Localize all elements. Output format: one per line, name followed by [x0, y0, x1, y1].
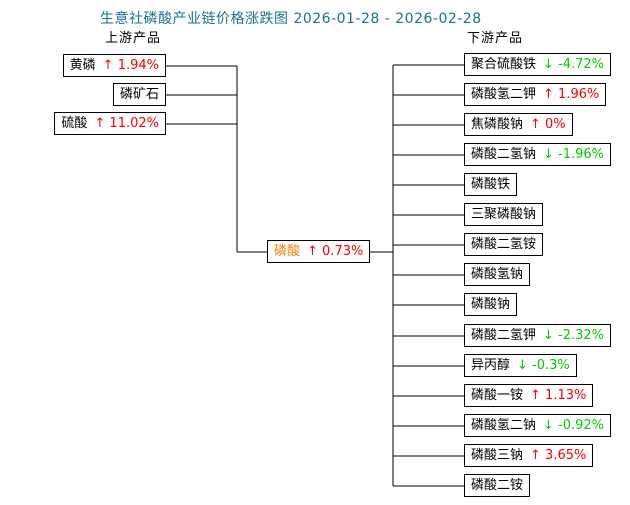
product-name: 磷酸氢二钾: [471, 87, 537, 102]
downstream-product-box[interactable]: 焦磷酸钠 ↑ 0%: [464, 113, 573, 136]
product-change: ↑ 11.02%: [94, 116, 159, 131]
product-name: 磷矿石: [119, 87, 159, 102]
product-change: ↑ 1.94%: [102, 58, 159, 73]
downstream-product-box[interactable]: 三聚磷酸钠: [464, 203, 544, 226]
product-name: 三聚磷酸钠: [471, 207, 537, 222]
product-name: 磷酸氢钠: [471, 267, 524, 282]
product-change: ↑ 0%: [530, 117, 566, 132]
downstream-column-label: 下游产品: [467, 31, 524, 46]
product-name: 异丙醇: [471, 358, 511, 373]
product-name: 磷酸: [274, 244, 301, 259]
downstream-product-box[interactable]: 磷酸二氢铵: [464, 233, 544, 256]
product-name: 磷酸一铵: [471, 388, 524, 403]
product-name: 焦磷酸钠: [471, 117, 524, 132]
downstream-product-box[interactable]: 异丙醇 ↓ -0.3%: [464, 354, 577, 377]
product-name: 磷酸二铵: [471, 478, 524, 493]
product-change: ↑ 3.65%: [530, 448, 587, 463]
downstream-product-box[interactable]: 磷酸钠: [464, 293, 518, 316]
product-name: 磷酸二氢钠: [471, 147, 537, 162]
product-name: 磷酸钠: [471, 297, 511, 312]
product-change: ↓ -2.32%: [543, 328, 605, 343]
downstream-product-box[interactable]: 磷酸二氢钾 ↓ -2.32%: [464, 324, 612, 347]
product-name: 聚合硫酸铁: [471, 57, 537, 72]
product-name: 磷酸二氢铵: [471, 237, 537, 252]
downstream-product-box[interactable]: 磷酸氢钠: [464, 263, 531, 286]
upstream-product-box[interactable]: 黄磷 ↑ 1.94%: [62, 54, 166, 77]
product-name: 磷酸二氢钾: [471, 328, 537, 343]
product-change: ↓ -4.72%: [543, 57, 605, 72]
product-name: 硫酸: [61, 116, 88, 131]
product-change: ↑ 1.96%: [543, 87, 600, 102]
product-change: ↑ 1.13%: [530, 388, 587, 403]
upstream-column-label: 上游产品: [105, 31, 162, 46]
downstream-product-box[interactable]: 磷酸铁: [464, 173, 518, 196]
downstream-product-box[interactable]: 磷酸二铵: [464, 474, 531, 497]
product-change: ↓ -1.96%: [543, 147, 605, 162]
upstream-product-box[interactable]: 磷矿石: [112, 83, 166, 106]
product-change: ↑ 0.73%: [307, 244, 364, 259]
downstream-product-box[interactable]: 磷酸氢二钾 ↑ 1.96%: [464, 83, 607, 106]
downstream-product-box[interactable]: 磷酸三钠 ↑ 3.65%: [464, 444, 594, 467]
downstream-product-box[interactable]: 聚合硫酸铁 ↓ -4.72%: [464, 53, 612, 76]
product-name: 磷酸铁: [471, 177, 511, 192]
product-change: ↓ -0.3%: [517, 358, 570, 373]
product-name: 磷酸三钠: [471, 448, 524, 463]
product-name: 磷酸氢二钠: [471, 418, 537, 433]
downstream-product-box[interactable]: 磷酸一铵 ↑ 1.13%: [464, 384, 594, 407]
downstream-product-box[interactable]: 磷酸氢二钠 ↓ -0.92%: [464, 414, 612, 437]
downstream-product-box[interactable]: 磷酸二氢钠 ↓ -1.96%: [464, 143, 612, 166]
product-name: 黄磷: [69, 58, 96, 73]
product-change: ↓ -0.92%: [543, 418, 605, 433]
page-title: 生意社磷酸产业链价格涨跌图 2026-01-28 - 2026-02-28: [100, 11, 482, 27]
upstream-product-box[interactable]: 硫酸 ↑ 11.02%: [54, 112, 166, 135]
center-product-box[interactable]: 磷酸 ↑ 0.73%: [267, 240, 371, 263]
